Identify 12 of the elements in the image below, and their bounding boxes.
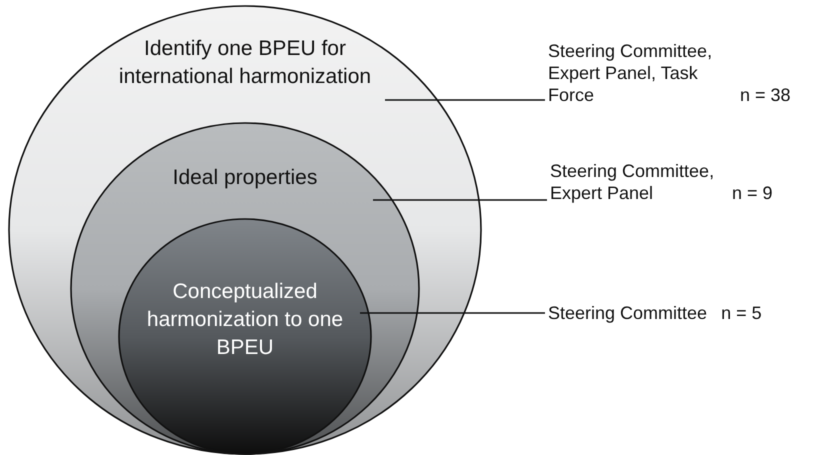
group-label: Steering Committee <box>548 302 708 324</box>
group-label: Steering Committee, Expert Panel <box>550 160 716 204</box>
leader-line <box>373 199 547 201</box>
leader-line <box>385 99 545 101</box>
ellipse-label: Conceptualized harmonization to one BPEU <box>146 279 344 361</box>
ellipse-label: Identify one BPEU for international harmonization <box>118 36 372 90</box>
group-label: Steering Committee, Expert Panel, Task Force <box>548 40 714 106</box>
count-label: n = 38 <box>740 84 791 106</box>
count-label: n = 9 <box>732 182 773 204</box>
leader-line <box>360 312 545 314</box>
count-label: n = 5 <box>721 302 762 324</box>
ellipse-label: Ideal properties <box>172 165 318 191</box>
